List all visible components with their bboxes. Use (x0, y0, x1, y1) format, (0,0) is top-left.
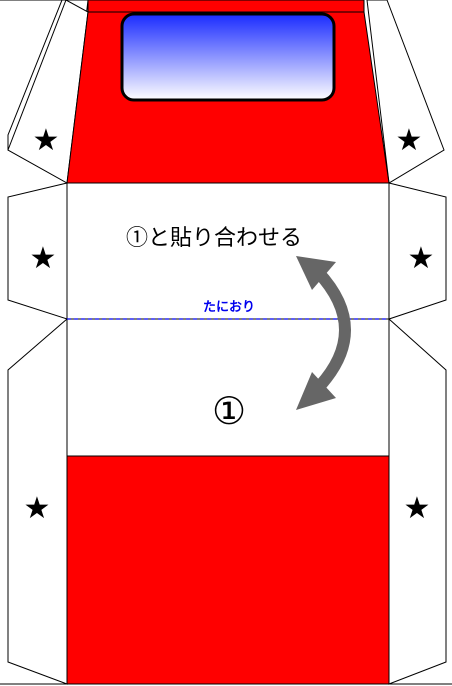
window-icon (120, 12, 336, 102)
bottom-red-panel (66, 455, 390, 685)
glue-instruction-label: ①と貼り合わせる (126, 226, 302, 251)
lower-right-flap (388, 317, 447, 685)
upper-right-side-flap (366, 0, 445, 184)
star-icon: ★ (396, 123, 423, 158)
middle-left-tab (7, 182, 68, 320)
number-panel (66, 318, 390, 457)
star-icon: ★ (30, 241, 57, 276)
star-icon: ★ (404, 491, 431, 526)
star-icon: ★ (33, 123, 60, 158)
middle-right-tab (388, 182, 447, 320)
fold-label: たにおり (203, 300, 255, 315)
lower-left-flap (7, 317, 68, 685)
panel-number-label: ① (212, 389, 246, 433)
star-icon: ★ (24, 491, 51, 526)
curved-double-arrow-icon (296, 256, 351, 410)
star-icon: ★ (408, 241, 435, 276)
